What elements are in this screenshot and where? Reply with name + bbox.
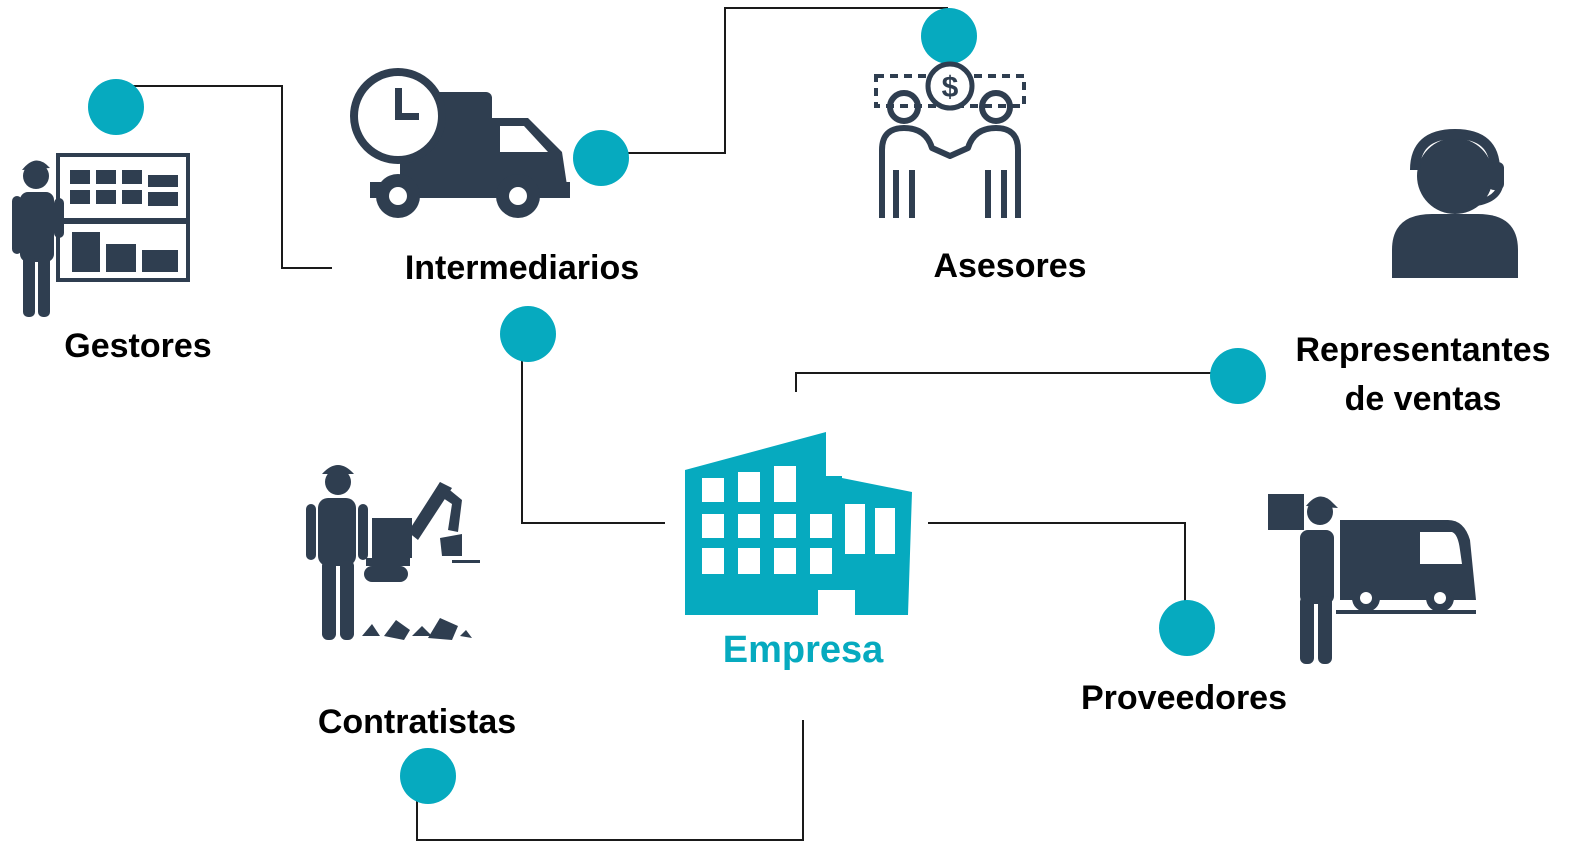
headset-agent-icon — [1392, 128, 1518, 278]
handshake-dollar-icon: $ — [874, 61, 1026, 218]
label-asesores: Asesores — [933, 247, 1087, 285]
connector-gestores-intermediarios — [118, 85, 332, 269]
label-representantes-line2: de ventas — [1344, 380, 1502, 418]
delivery-truck-clock-icon — [350, 68, 570, 218]
node-dot-intermediarios-top — [573, 130, 629, 186]
node-dot-asesores — [921, 8, 977, 64]
supplier-van-icon — [1268, 494, 1476, 664]
connector-empresa-representantes — [795, 372, 1238, 392]
label-intermediarios: Intermediarios — [404, 249, 640, 287]
label-proveedores: Proveedores — [1081, 679, 1287, 717]
excavator-worker-icon — [306, 465, 480, 640]
node-dot-contratistas — [400, 748, 456, 804]
svg-text:$: $ — [942, 71, 959, 104]
connector-empresa-proveedores — [928, 522, 1186, 628]
connector-empresa-contratistas — [416, 720, 804, 841]
label-gestores: Gestores — [64, 327, 212, 365]
label-representantes-line1: Representantes — [1295, 331, 1551, 369]
node-dot-proveedores — [1159, 600, 1215, 656]
building-icon — [685, 432, 912, 615]
node-dot-gestores — [88, 79, 144, 135]
node-dot-representantes — [1210, 348, 1266, 404]
warehouse-worker-icon — [12, 153, 190, 317]
node-dot-intermediarios-bottom — [500, 306, 556, 362]
connector-intermediarios-asesores — [604, 7, 948, 154]
connector-intermediarios-empresa — [521, 333, 665, 524]
label-contratistas: Contratistas — [317, 703, 517, 741]
label-empresa: Empresa — [722, 629, 884, 671]
